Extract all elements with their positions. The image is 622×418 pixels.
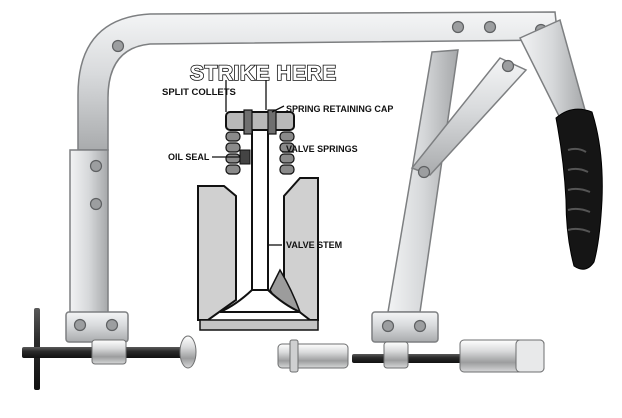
strike-here-label: STRIKE HERE — [190, 62, 337, 85]
valve-springs-label: VALVE SPRINGS — [286, 144, 358, 154]
lever-rivets — [381, 59, 515, 333]
c-frame — [65, 11, 559, 343]
spring-retaining-cap-label: SPRING RETAINING CAP — [286, 104, 393, 114]
valve-stem-label: VALVE STEM — [286, 240, 342, 250]
oil-seal-label: OIL SEAL — [168, 152, 210, 162]
split-collets-label: SPLIT COLLETS — [162, 87, 236, 98]
frame-rivets — [73, 20, 548, 332]
oil-seal — [239, 149, 251, 165]
right-screw-assembly — [277, 339, 545, 373]
split-collet-right — [267, 109, 277, 135]
valve-stem — [251, 119, 269, 307]
lever-arm — [371, 18, 586, 343]
left-screw-assembly — [22, 308, 197, 390]
spring-retaining-cap — [225, 111, 295, 131]
valve-springs — [225, 131, 295, 175]
valve-head — [219, 289, 301, 313]
valve-diagram: STRIKE HERE SPLIT COLLETS SPRING RETAINI… — [162, 61, 393, 331]
handle-grip — [555, 108, 603, 270]
split-collet-left — [243, 109, 253, 135]
cap-leader-line — [271, 105, 285, 113]
